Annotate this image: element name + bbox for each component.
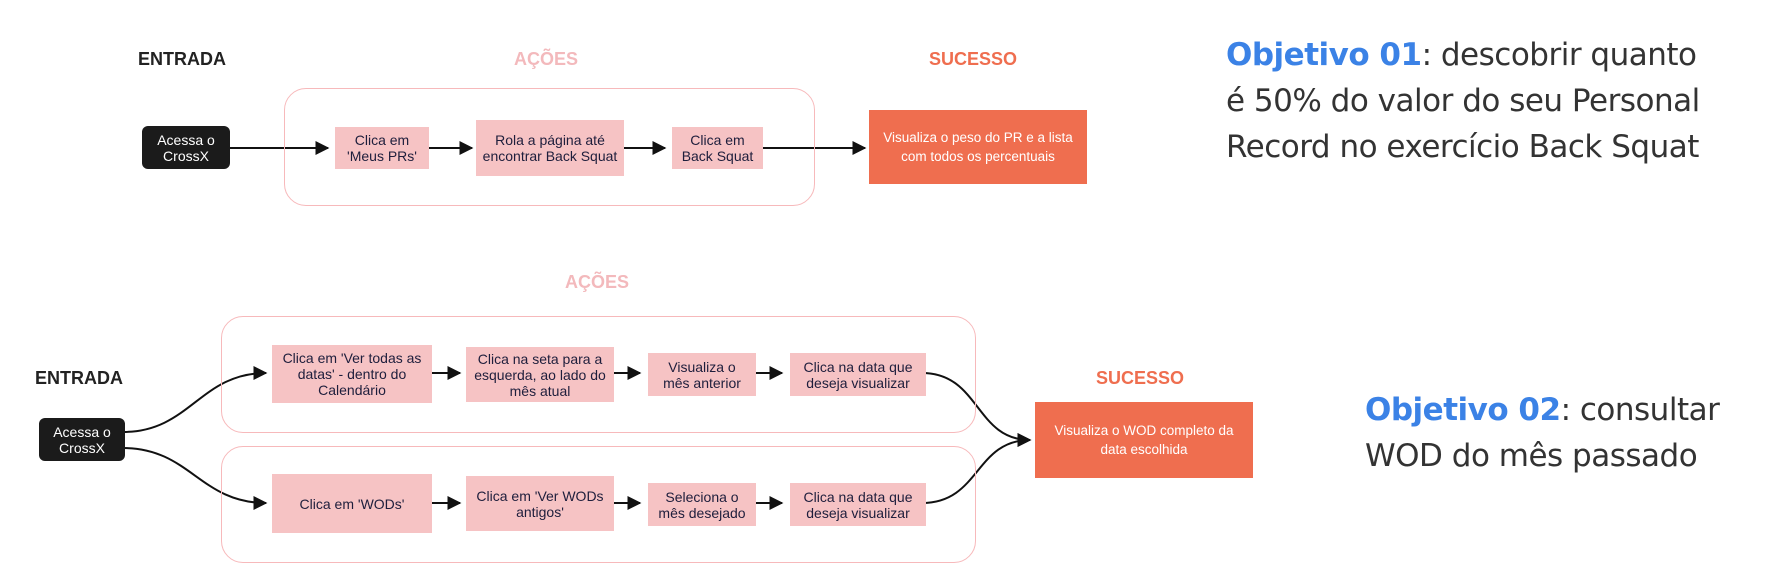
flow2-step-ver-wods-antigos: Clica em 'Ver WODs antigos': [466, 476, 614, 531]
flow1-step-back-squat: Clica em Back Squat: [672, 127, 763, 169]
arrow-start2-to-path-a: [122, 366, 268, 433]
flow1-entrada-label: ENTRADA: [138, 49, 226, 69]
arrow-a4-to-success: [921, 372, 1032, 447]
objective-01-line2: é 50% do valor do seu Personal: [1226, 83, 1700, 119]
flow2-actions-group-a: [221, 316, 976, 433]
flow2-acoes-label: AÇÕES: [565, 272, 630, 292]
objective-02-line1: : consultar: [1560, 392, 1720, 428]
arrow-b4-to-success: [921, 433, 1032, 504]
objective-02-highlight: Objetivo 02: [1365, 392, 1561, 428]
flow2-success-node: Visualiza o WOD completo da data escolhi…: [1035, 402, 1253, 478]
flow2-start-node: Acessa o CrossX: [39, 418, 125, 461]
objective-02-text: Objetivo 02: consultar WOD do mês passad…: [1365, 387, 1720, 479]
flow1-acoes-label: AÇÕES: [514, 49, 579, 69]
objective-01-line1: : descobrir quanto: [1421, 37, 1697, 73]
flow2-step-b-clica-data: Clica na data que deseja visualizar: [790, 483, 926, 526]
objective-01-line3: Record no exercício Back Squat: [1226, 129, 1699, 165]
flow2-step-seta-esquerda: Clica na seta para a esquerda, ao lado d…: [466, 347, 614, 402]
flow1-success-node: Visualiza o peso do PR e a lista com tod…: [869, 110, 1087, 184]
flow2-entrada-label: ENTRADA: [35, 368, 123, 388]
flow2-step-clica-wods: Clica em 'WODs': [272, 474, 432, 533]
flow2-sucesso-label: SUCESSO: [1096, 368, 1185, 388]
flow1-step-meus-prs: Clica em 'Meus PRs': [335, 127, 429, 169]
flow1-start-node: Acessa o CrossX: [142, 126, 230, 169]
flow1-step-rola-pagina: Rola a página até encontrar Back Squat: [476, 120, 624, 176]
flow2-actions-group-b: [221, 446, 976, 563]
flow2-step-seleciona-mes: Seleciona o mês desejado: [648, 483, 756, 526]
objective-02-line2: WOD do mês passado: [1365, 438, 1698, 474]
flow2-step-a-clica-data: Clica na data que deseja visualizar: [790, 353, 926, 396]
flow2-step-mes-anterior: Visualiza o mês anterior: [648, 353, 756, 396]
flow2-step-ver-todas-datas: Clica em 'Ver todas as datas' - dentro d…: [272, 345, 432, 403]
flow1-actions-group: [284, 88, 815, 206]
objective-01-text: Objetivo 01: descobrir quanto é 50% do v…: [1226, 32, 1700, 170]
objective-01-highlight: Objetivo 01: [1226, 37, 1422, 73]
flow1-sucesso-label: SUCESSO: [929, 49, 1018, 69]
arrow-start2-to-path-b: [122, 447, 268, 510]
